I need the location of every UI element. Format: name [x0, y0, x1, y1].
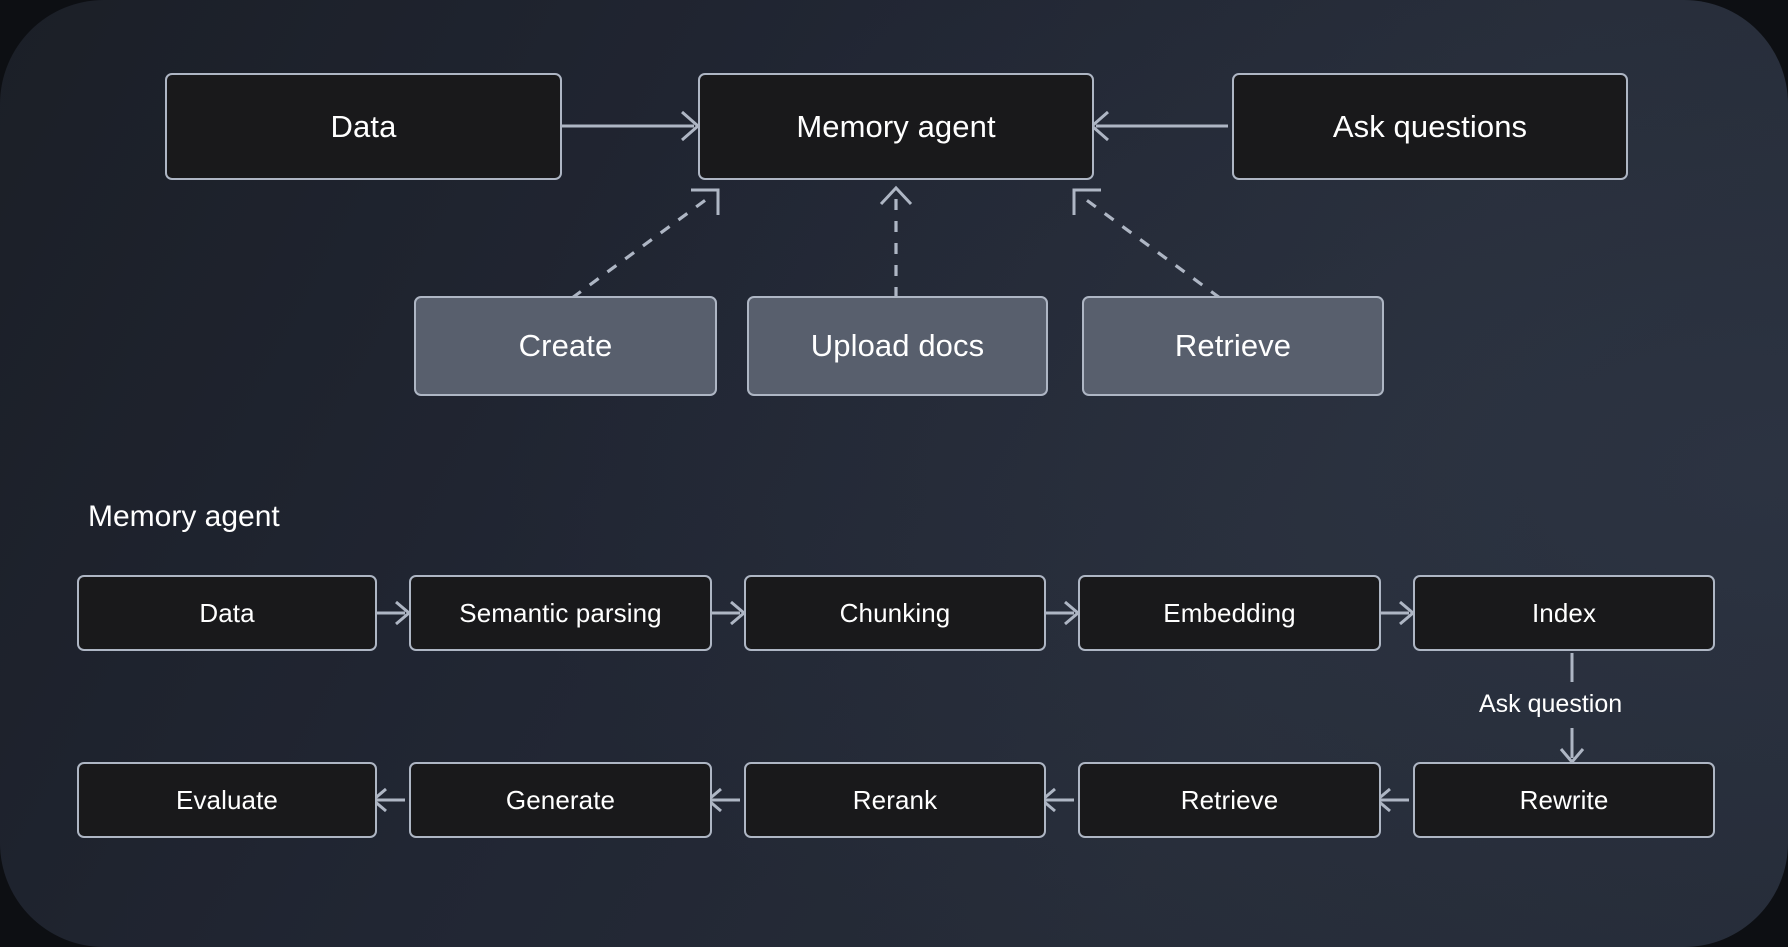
dashed-arrow-create-to-memory-agent	[571, 188, 720, 300]
arrow-retrieve-to-rerank	[1039, 787, 1074, 813]
arrow-generate-to-evaluate	[370, 787, 405, 813]
node-ask-questions[interactable]: Ask questions	[1232, 73, 1628, 180]
arrow-rerank-to-generate	[705, 787, 740, 813]
dashed-arrow-upload-docs-to-memory-agent	[879, 185, 913, 298]
dashed-arrow-retrieve-to-memory-agent	[1072, 188, 1221, 300]
node-pipeline-rewrite[interactable]: Rewrite	[1413, 762, 1715, 838]
transition-label-ask-question: Ask question	[1479, 690, 1623, 718]
node-pipeline-data[interactable]: Data	[77, 575, 377, 651]
arrow-data-to-semantic-parsing	[377, 600, 412, 626]
arrow-semantic-parsing-to-chunking	[712, 600, 747, 626]
arrow-rewrite-to-retrieve	[1374, 787, 1409, 813]
node-pipeline-rerank[interactable]: Rerank	[744, 762, 1046, 838]
node-retrieve-overview[interactable]: Retrieve	[1082, 296, 1384, 396]
arrow-data-to-memory-agent	[562, 110, 701, 142]
node-create[interactable]: Create	[414, 296, 717, 396]
node-data-overview[interactable]: Data	[165, 73, 562, 180]
node-pipeline-retrieve[interactable]: Retrieve	[1078, 762, 1381, 838]
node-upload-docs[interactable]: Upload docs	[747, 296, 1048, 396]
node-pipeline-index[interactable]: Index	[1413, 575, 1715, 651]
node-pipeline-evaluate[interactable]: Evaluate	[77, 762, 377, 838]
arrow-embedding-to-index	[1381, 600, 1416, 626]
node-pipeline-generate[interactable]: Generate	[409, 762, 712, 838]
section-title: Memory agent	[88, 500, 280, 533]
arrow-ask-questions-to-memory-agent	[1089, 110, 1228, 142]
node-pipeline-embedding[interactable]: Embedding	[1078, 575, 1381, 651]
node-pipeline-chunking[interactable]: Chunking	[744, 575, 1046, 651]
node-memory-agent[interactable]: Memory agent	[698, 73, 1094, 180]
arrow-chunking-to-embedding	[1046, 600, 1081, 626]
node-pipeline-semantic-parsing[interactable]: Semantic parsing	[409, 575, 712, 651]
